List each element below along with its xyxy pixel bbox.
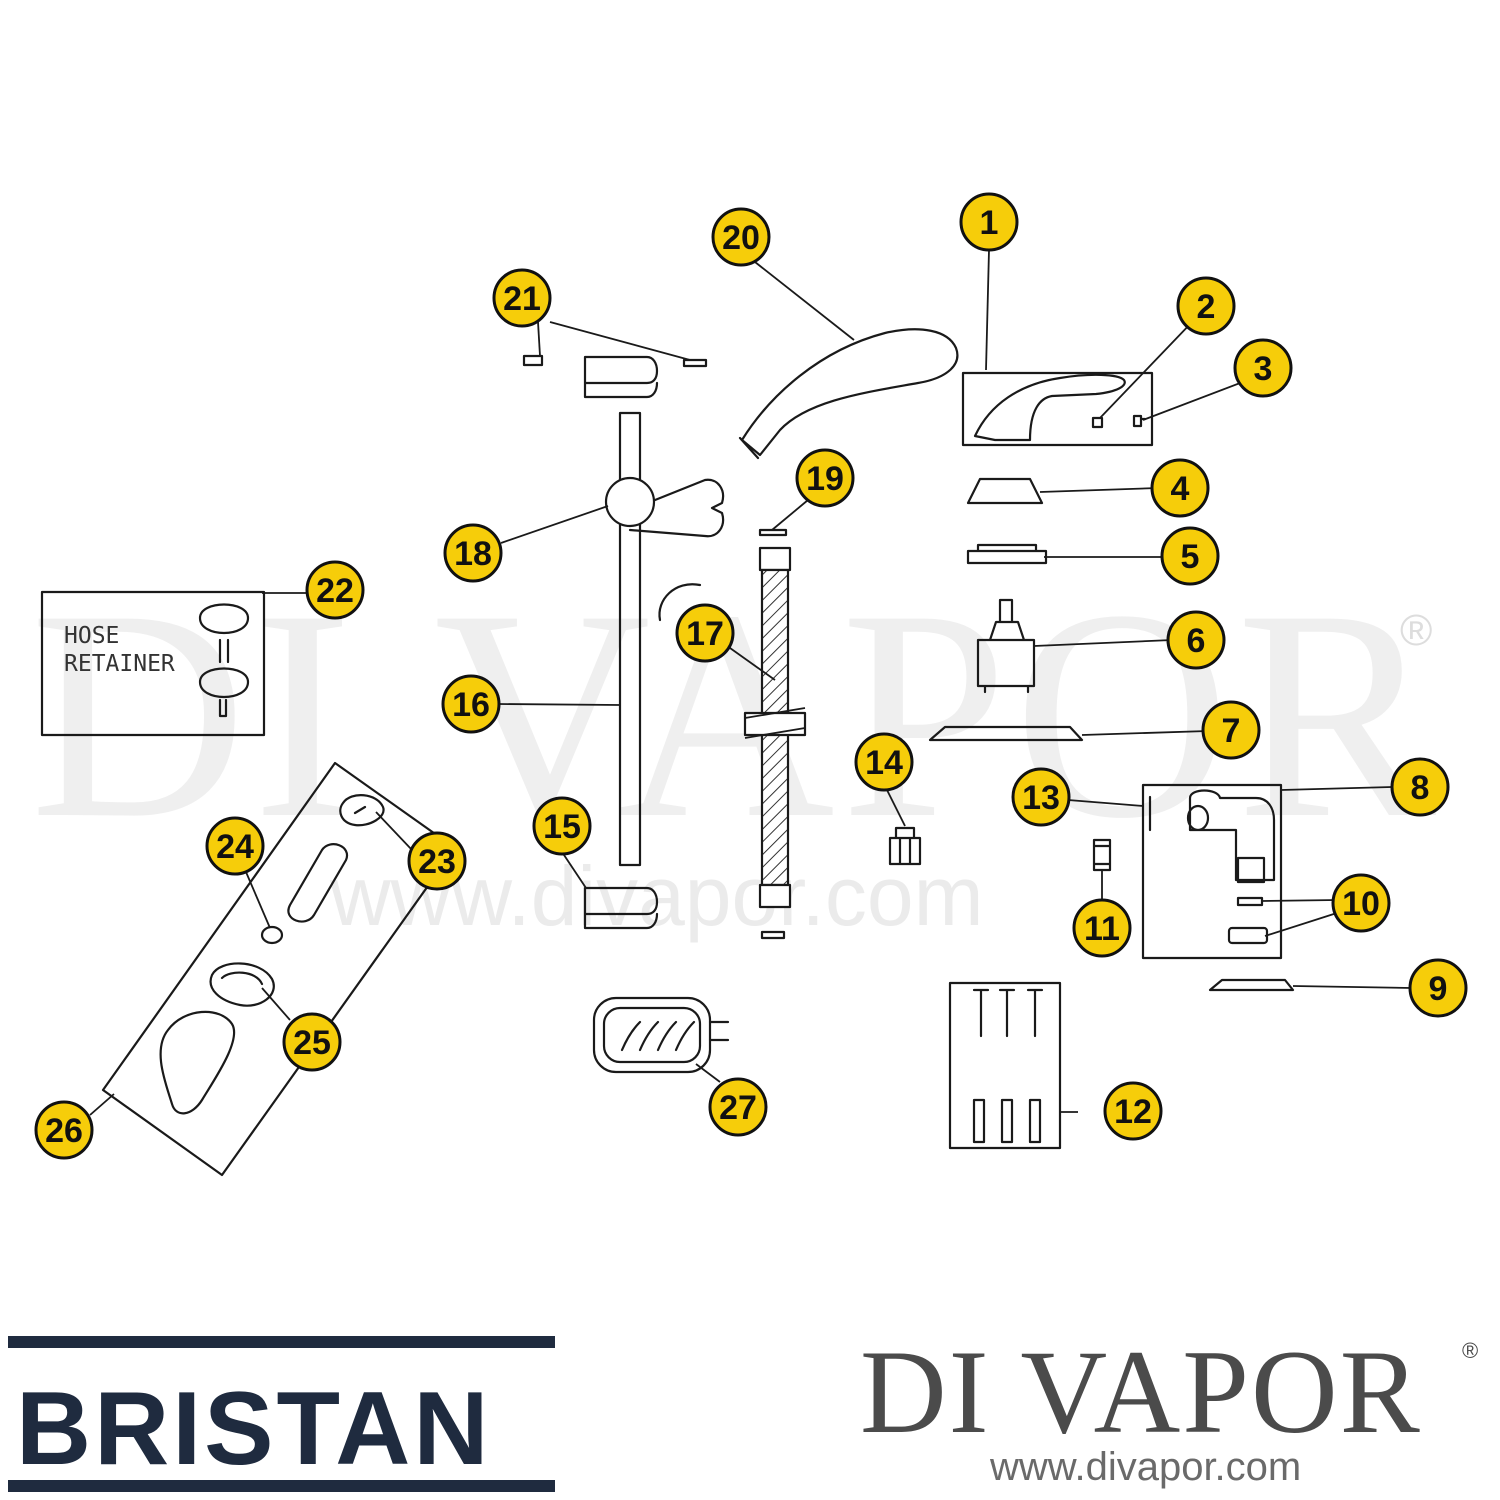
callout-label: 19 — [806, 460, 844, 498]
part-18-slider — [604, 476, 725, 538]
part-10-seal-small — [1236, 896, 1264, 907]
divapor-logo: DI VAPOR ® www.divapor.com — [860, 1325, 1478, 1489]
callout-c14: 14 — [854, 732, 914, 792]
callout-c21: 21 — [492, 268, 552, 328]
callout-c15: 15 — [532, 796, 592, 856]
part-20-handset — [738, 328, 959, 460]
callout-c11: 11 — [1072, 898, 1132, 958]
part-8-valve-body — [1141, 783, 1283, 960]
part-2-grub-screw — [1091, 416, 1104, 429]
callout-c22: 22 — [305, 560, 365, 620]
callout-label: 5 — [1181, 538, 1200, 576]
callout-label: 8 — [1411, 769, 1430, 807]
callout-c17: 17 — [675, 603, 735, 663]
callout-label: 24 — [216, 828, 254, 866]
part-3-cap — [1132, 414, 1147, 428]
callout-c2: 2 — [1176, 276, 1236, 336]
part-1-handle-set — [961, 371, 1154, 447]
part-9-cover-plate — [1208, 978, 1295, 992]
hose-retainer-line2: RETAINER — [64, 651, 175, 677]
callout-c23: 23 — [407, 831, 467, 891]
callout-c1: 1 — [959, 192, 1019, 252]
part-11-check-valve — [1092, 838, 1112, 872]
callout-label: 6 — [1187, 622, 1206, 660]
part-15-bottom-bracket — [583, 886, 659, 930]
bristan-logo: BRISTAN — [8, 1336, 555, 1492]
callout-c4: 4 — [1150, 458, 1210, 518]
callout-c25: 25 — [282, 1012, 342, 1072]
part-22-hose-retainer: HOSE RETAINER — [40, 590, 266, 737]
part-19-washer-bottom — [760, 930, 786, 940]
callout-label: 12 — [1114, 1093, 1152, 1131]
leader-lines — [89, 249, 1413, 1116]
callout-label: 1 — [980, 204, 999, 242]
part-19-washer-top — [758, 528, 788, 537]
callout-label: 15 — [543, 808, 581, 846]
callout-c7: 7 — [1201, 700, 1261, 760]
callout-c5: 5 — [1160, 526, 1220, 586]
callout-c18: 18 — [443, 523, 503, 583]
part-6-cartridge — [976, 598, 1036, 694]
divapor-registered: ® — [1462, 1338, 1478, 1363]
callout-label: 25 — [293, 1024, 331, 1062]
part-7-backplate — [928, 725, 1084, 742]
callout-label: 16 — [452, 686, 490, 724]
part-5-nut — [966, 543, 1048, 565]
part-12-fixing-kit — [948, 981, 1062, 1150]
part-21-pins — [522, 354, 708, 368]
callout-c27: 27 — [708, 1077, 768, 1137]
part-4-shroud — [966, 477, 1044, 505]
part-14-connector — [888, 826, 922, 866]
callout-label: 20 — [722, 219, 760, 257]
callout-c6: 6 — [1166, 610, 1226, 670]
watermark-registered: ® — [1400, 606, 1432, 655]
part-27-soap-dish — [592, 996, 730, 1074]
callout-label: 3 — [1254, 350, 1273, 388]
callout-label: 11 — [1084, 910, 1120, 948]
callout-label: 7 — [1222, 712, 1241, 750]
callout-label: 18 — [454, 535, 492, 573]
callout-label: 2 — [1197, 288, 1216, 326]
top-wall-bracket — [583, 355, 659, 399]
part-16-riser-rail — [618, 411, 642, 867]
callout-c26: 26 — [34, 1100, 94, 1160]
callout-label: 10 — [1342, 885, 1380, 923]
callout-label: 13 — [1022, 779, 1060, 817]
callout-label: 22 — [316, 572, 354, 610]
callout-c16: 16 — [441, 674, 501, 734]
callout-label: 26 — [45, 1112, 83, 1150]
callout-c24: 24 — [205, 816, 265, 876]
part-17-hose — [658, 546, 807, 909]
callout-c13: 13 — [1011, 767, 1071, 827]
callout-label: 14 — [865, 744, 903, 782]
callout-label: 27 — [719, 1089, 757, 1127]
callout-label: 17 — [686, 615, 724, 653]
callout-c3: 3 — [1233, 338, 1293, 398]
hose-retainer-line1: HOSE — [64, 623, 119, 649]
callout-label: 4 — [1171, 470, 1190, 508]
callout-label: 9 — [1429, 970, 1448, 1008]
callout-label: 21 — [503, 280, 541, 318]
part-10-seal-large — [1227, 926, 1269, 945]
callout-c10: 10 — [1331, 873, 1391, 933]
callout-c20: 20 — [711, 207, 771, 267]
callout-c12: 12 — [1103, 1081, 1163, 1141]
callout-c9: 9 — [1408, 958, 1468, 1018]
divapor-wordmark: DI VAPOR — [860, 1325, 1422, 1458]
callout-c8: 8 — [1390, 757, 1450, 817]
callout-label: 23 — [418, 843, 456, 881]
divapor-url: www.divapor.com — [989, 1445, 1301, 1489]
callout-c19: 19 — [795, 448, 855, 508]
bristan-wordmark: BRISTAN — [16, 1371, 492, 1487]
parts: HOSE RETAINER — [40, 328, 1295, 1177]
